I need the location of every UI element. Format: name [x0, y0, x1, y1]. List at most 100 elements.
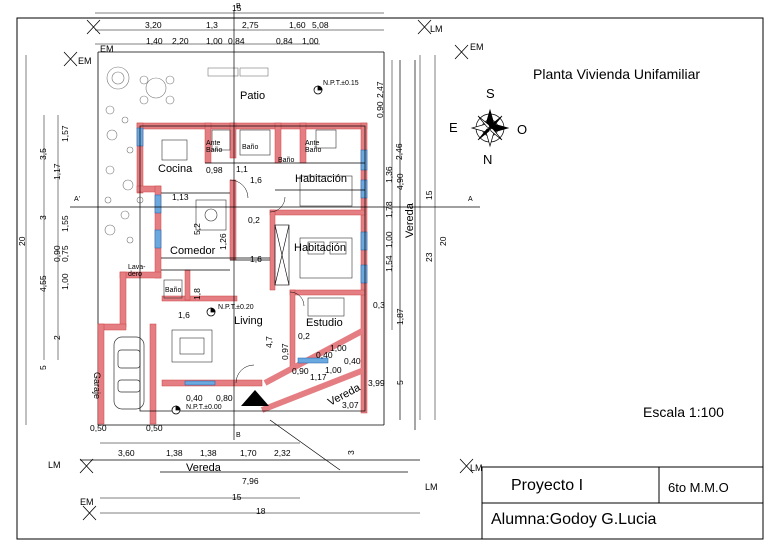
- dim-inner-21: 3,99: [368, 378, 385, 388]
- dim-top-5: 5,08: [312, 20, 329, 30]
- interior-partitions: [139, 125, 366, 412]
- lm-marker-top: LM: [430, 24, 443, 34]
- dim-inner-12: 0,97: [280, 343, 290, 360]
- dim-inner-10: 1,6: [178, 310, 190, 320]
- dim-right-2: 0,90: [375, 101, 385, 118]
- em-marker-top: EM: [100, 44, 114, 54]
- car-icon: [113, 336, 145, 410]
- title-block-project: Proyecto I: [511, 477, 584, 494]
- dim-left-1: 3,5: [38, 148, 48, 160]
- compass-e-label: E: [449, 120, 458, 135]
- dim-right-5: 1,36: [384, 166, 394, 183]
- dim-inner-26: 3: [346, 450, 356, 455]
- dim-bottom-5: 2,32: [274, 448, 291, 458]
- compass-n-label: N: [483, 152, 493, 167]
- dim-inner-9: 1,8: [192, 288, 202, 300]
- dim-inner-8: 1,6: [250, 254, 262, 264]
- compass-rose: [470, 108, 510, 148]
- room-cocina: Cocina: [158, 163, 193, 175]
- room-bano-3: Baño: [165, 287, 182, 294]
- dim-inner-18: 1,00: [325, 365, 342, 375]
- closets: [274, 224, 290, 286]
- room-patio: Patio: [240, 90, 266, 102]
- dim-inner-19: 0,40: [344, 356, 361, 366]
- patio-vegetation: [104, 66, 269, 244]
- em-marker-left: EM: [78, 56, 92, 66]
- vereda-bottom-label: Vereda: [186, 462, 221, 474]
- dim-top-4: 1,60: [289, 20, 306, 30]
- dim-right-11: 5: [395, 380, 405, 385]
- dim-bottom-4: 1,70: [240, 448, 257, 458]
- door-swings: [229, 179, 305, 384]
- dim-right-8: 1,00: [384, 231, 394, 248]
- dim-top-r2-3: 1,00: [206, 36, 223, 46]
- dim-inner-5: 5,2: [192, 223, 202, 235]
- dim-left-total: 20: [17, 236, 27, 246]
- dim-inner-3: 1,6: [250, 175, 262, 185]
- dim-left-3: 1,57: [60, 125, 70, 142]
- dim-bottom-2: 1,38: [166, 448, 183, 458]
- dim-right-9: 0,3: [373, 300, 385, 310]
- dim-inner-23: 0,40: [186, 393, 203, 403]
- dim-top-r2-6: 1,00: [302, 36, 319, 46]
- dim-inner-4: 1,13: [172, 192, 189, 202]
- dim-left-11: 5: [38, 365, 48, 370]
- dim-right-total: 20: [438, 236, 448, 246]
- room-garaje: Garaje: [92, 372, 102, 400]
- dim-inner-14: 0,2: [298, 331, 310, 341]
- room-living: Living: [234, 315, 263, 327]
- dim-left-6: 4,55: [38, 275, 48, 292]
- sheet-border: [16, 17, 764, 540]
- dim-inner-7: 0,2: [248, 215, 260, 225]
- drawing-scale: Escala 1:100: [643, 404, 724, 420]
- dim-inner-25: 0,50: [146, 423, 163, 433]
- dim-inner-13: 0,90: [292, 366, 309, 376]
- room-bano-2: Baño: [278, 157, 295, 164]
- compass-o-label: O: [517, 122, 528, 137]
- dim-left-8: 0,75: [60, 245, 70, 262]
- section-a: A: [468, 196, 473, 203]
- dim-left-10: 2: [52, 335, 62, 340]
- dim-inner-24: 0,50: [90, 423, 107, 433]
- room-estudio: Estudio: [306, 317, 343, 329]
- dim-inner-16: 1,00: [330, 343, 347, 353]
- section-lines: [70, 10, 480, 440]
- lm-marker-bottom-right: LM: [470, 463, 483, 473]
- dim-right-4: 4,90: [395, 173, 405, 190]
- room-ante-bano-1: Ante Baño: [206, 140, 223, 154]
- dim-inner-20: 3,07: [342, 400, 359, 410]
- dim-inner-22: 0,80: [216, 393, 233, 403]
- level-living: N.P.T.±0.20: [218, 304, 254, 311]
- dimension-lines: [25, 12, 436, 514]
- room-habitacion-2: Habitación: [294, 242, 346, 254]
- dim-right-7: 1,54: [384, 255, 394, 272]
- dim-inner-11: 4,7: [264, 336, 274, 348]
- dim-right-3: 2,46: [394, 143, 404, 160]
- section-b-bottom: B: [236, 432, 241, 439]
- dim-top-3: 2,75: [242, 20, 259, 30]
- dim-top-r2-4: 0,84: [228, 36, 245, 46]
- entrance-arrow-icon: [241, 390, 269, 406]
- room-bano-1: Baño: [242, 144, 259, 151]
- boundary-markers: [63, 19, 474, 521]
- level-markers: [171, 85, 323, 415]
- dim-inner-15: 0,40: [316, 350, 333, 360]
- title-block-course: 6to M.M.O: [668, 480, 729, 495]
- title-block-student: Alumna:Godoy G.Lucia: [491, 511, 657, 528]
- title-block: [481, 466, 764, 540]
- dim-right-10: 1,87: [395, 308, 405, 325]
- dim-top-2: 1,3: [206, 20, 218, 30]
- dim-right-1: 2,47: [375, 81, 385, 98]
- dim-top-r2-5: 0,84: [276, 36, 293, 46]
- section-a-prime: A': [74, 196, 81, 203]
- em-marker-right: EM: [470, 42, 484, 52]
- dim-inner-1: 0,98: [206, 165, 223, 175]
- section-b-top: B: [236, 3, 241, 10]
- vereda-right-label: Vereda: [404, 203, 416, 238]
- dim-left-5: 1,55: [60, 215, 70, 232]
- dim-inner-6: 1,26: [218, 233, 228, 250]
- level-entry: N.P.T.±0.00: [186, 404, 222, 411]
- em-marker-bottom: EM: [80, 497, 94, 507]
